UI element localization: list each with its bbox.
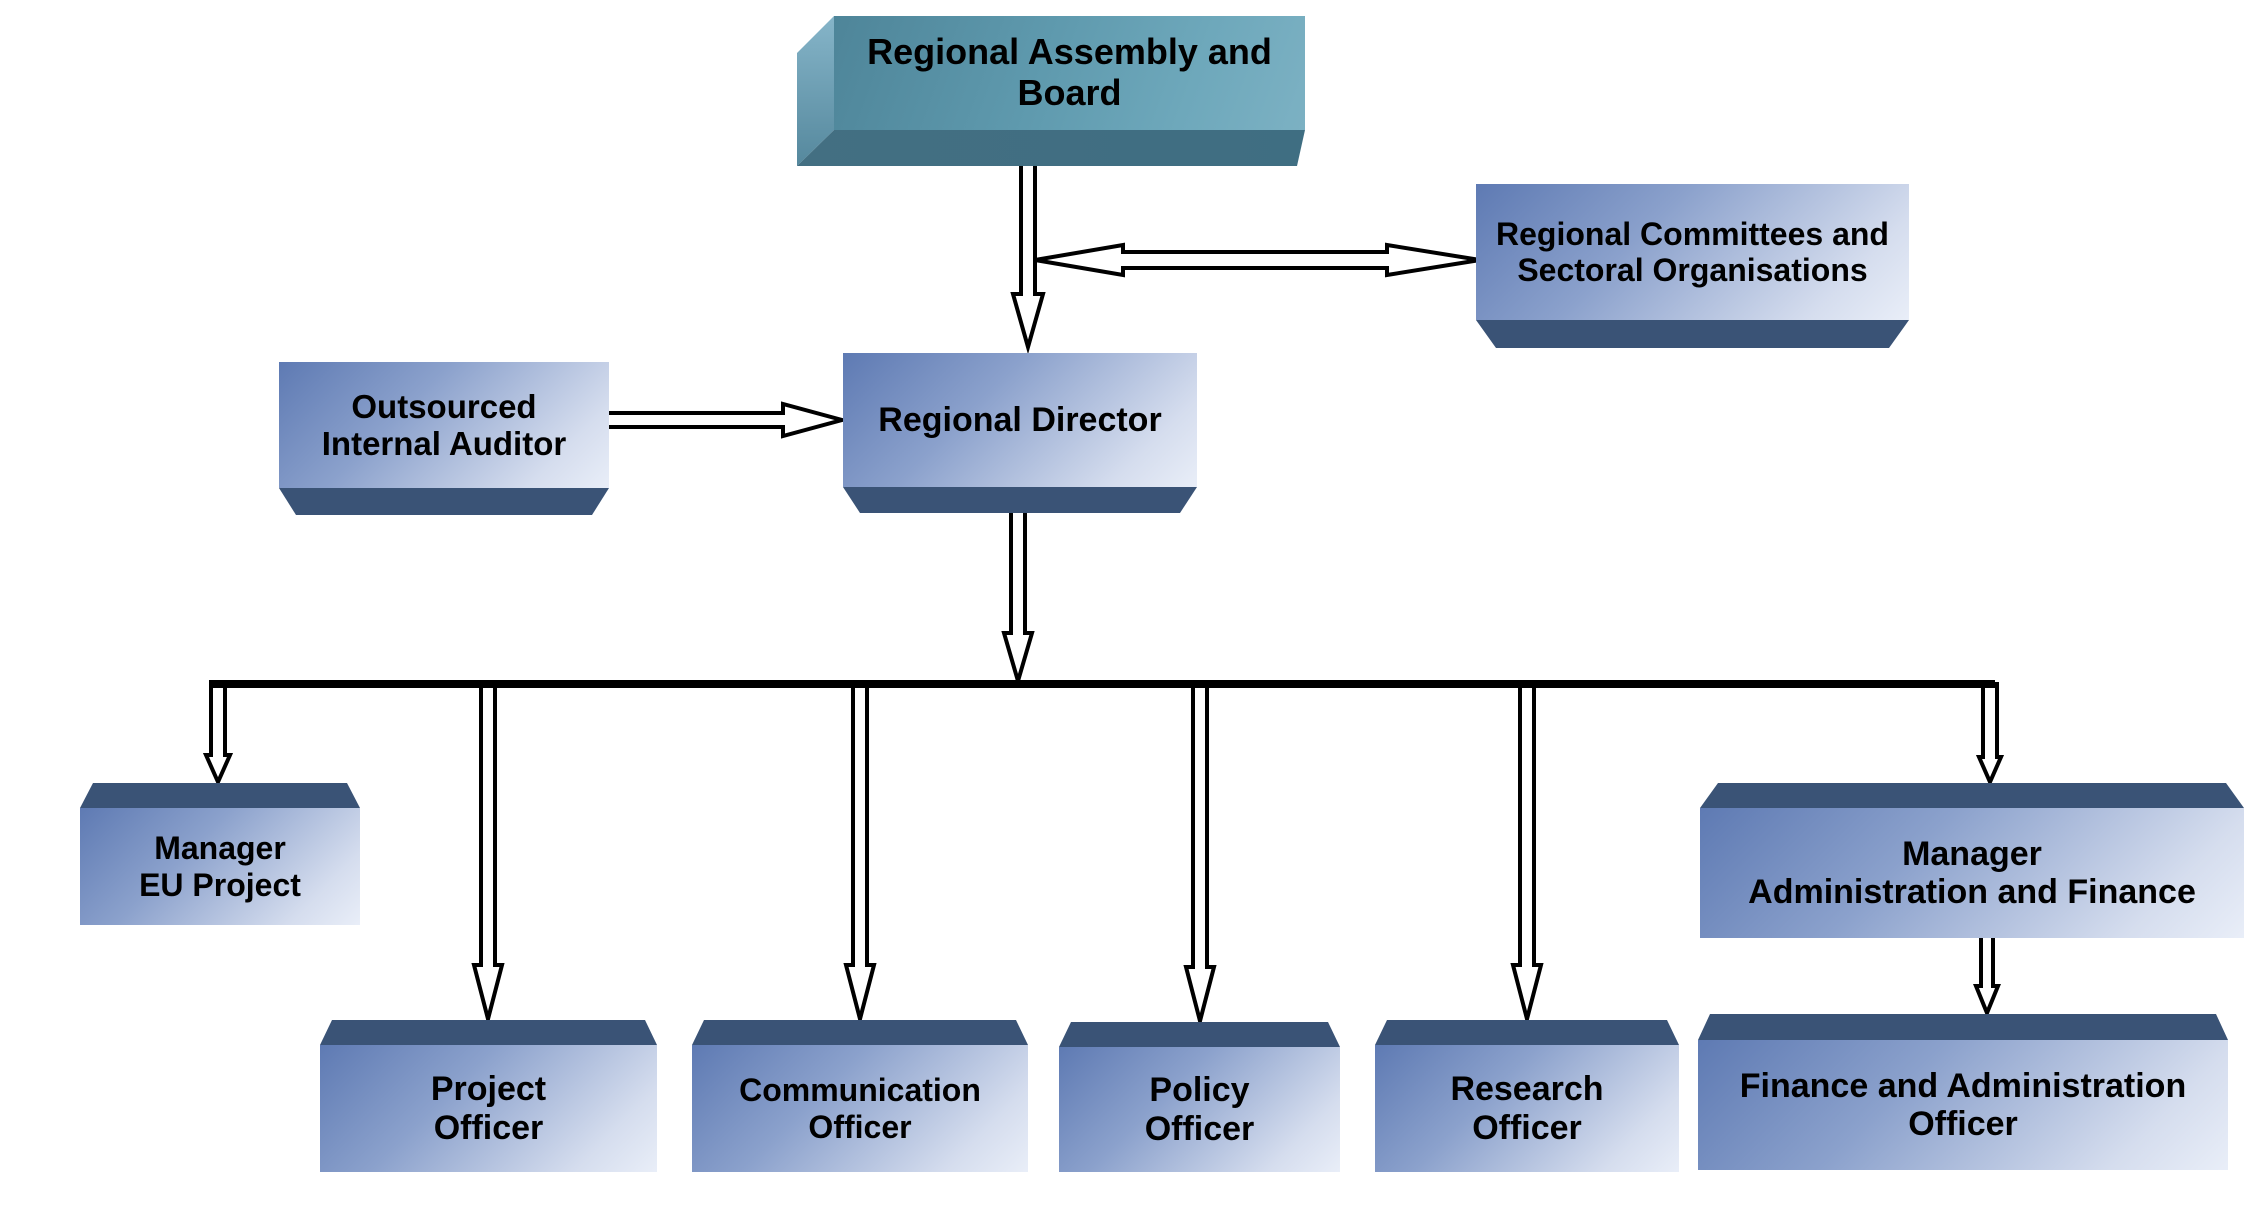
arrow-manager-af-to-finance (1973, 928, 2001, 1019)
pedestal-committees (1476, 320, 1909, 348)
topface-policy (1059, 1022, 1340, 1047)
node-regional-director-label: Regional Director (878, 400, 1162, 439)
node-outsourced-internal-auditor: Outsourced Internal Auditor (279, 362, 609, 488)
assembly-bottom-face (797, 130, 1305, 166)
arrow-assembly-to-director (1010, 148, 1046, 355)
node-research-officer: Research Officer (1375, 1045, 1679, 1172)
distribution-line (209, 680, 1995, 688)
node-outsourced-internal-auditor-label: Outsourced Internal Auditor (321, 387, 567, 462)
topface-project (320, 1020, 657, 1045)
arrow-auditor-to-director (603, 401, 850, 439)
node-manager-eu-project: Manager EU Project (80, 808, 360, 925)
topface-finance (1698, 1014, 2228, 1040)
node-communication-officer-label: Communication Officer (739, 1072, 981, 1145)
arrows (202, 148, 2005, 1029)
topface-manager-eu (80, 783, 360, 808)
node-manager-administration-finance: Manager Administration and Finance (1700, 808, 2244, 938)
node-regional-assembly-and-board: Regional Assembly and Board (834, 16, 1305, 130)
topface-communication (692, 1020, 1028, 1045)
node-regional-committees: Regional Committees and Sectoral Organis… (1476, 184, 1909, 320)
node-manager-administration-finance-label: Manager Administration and Finance (1748, 834, 2196, 911)
arrow-line-to-policy (1183, 682, 1217, 1029)
arrow-director-to-line (1001, 503, 1035, 689)
arrow-line-to-communication (843, 682, 877, 1027)
node-regional-assembly-and-board-label: Regional Assembly and Board (867, 31, 1272, 113)
node-project-officer: Project Officer (320, 1045, 657, 1172)
node-policy-officer-label: Policy Officer (1144, 1071, 1255, 1148)
node-finance-administration-officer: Finance and Administration Officer (1698, 1040, 2228, 1170)
box-3d-shapes (80, 16, 2244, 1047)
node-policy-officer: Policy Officer (1059, 1047, 1340, 1172)
arrow-line-to-project (471, 682, 505, 1027)
node-finance-administration-officer-label: Finance and Administration Officer (1739, 1066, 2187, 1143)
arrow-director-to-committees-double (1034, 242, 1481, 278)
arrow-line-to-manager-eu (202, 682, 234, 787)
node-manager-eu-project-label: Manager EU Project (139, 830, 301, 903)
node-project-officer-label: Project Officer (430, 1070, 547, 1147)
arrow-line-to-manager-af (1975, 682, 2005, 787)
node-regional-committees-label: Regional Committees and Sectoral Organis… (1496, 215, 1889, 288)
topface-manager-af (1700, 783, 2244, 808)
node-research-officer-label: Research Officer (1450, 1070, 1604, 1147)
pedestal-director (843, 487, 1197, 513)
assembly-left-bevel (797, 16, 834, 166)
pedestal-auditor (279, 488, 609, 515)
node-regional-director: Regional Director (843, 353, 1197, 487)
node-communication-officer: Communication Officer (692, 1045, 1028, 1172)
topface-research (1375, 1020, 1679, 1045)
arrow-line-to-research (1510, 682, 1544, 1027)
